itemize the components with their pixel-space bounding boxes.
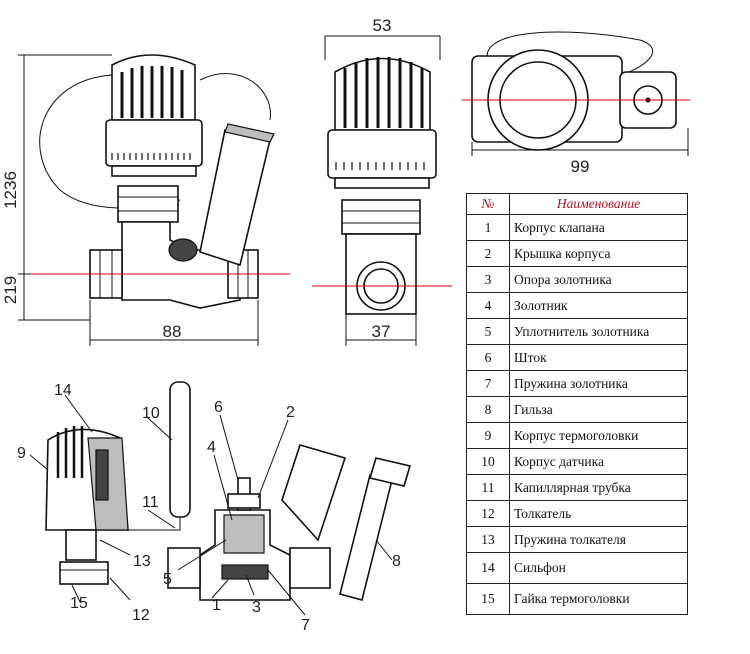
section-outlet xyxy=(289,547,331,589)
row-name: Крышка корпуса xyxy=(509,240,688,267)
row-name: Капиллярная трубка xyxy=(509,474,688,501)
row-num: 4 xyxy=(466,292,510,319)
thermo-head-ring xyxy=(111,165,197,177)
row-num: 7 xyxy=(466,370,510,397)
row-num: 8 xyxy=(466,396,510,423)
row-name: Гильза xyxy=(509,396,688,423)
nut-part xyxy=(59,561,109,585)
callout-10: 10 xyxy=(142,405,160,422)
row-name: Уплотнитель золотника xyxy=(509,318,688,345)
row-name: Гайка термоголовки xyxy=(509,583,688,615)
row-num: 2 xyxy=(466,240,510,267)
sensor-cap xyxy=(224,123,275,143)
row-name: Толкатель xyxy=(509,500,688,527)
table-header-name: Наименование xyxy=(509,193,688,215)
row-name: Сильфон xyxy=(509,552,688,584)
callout-7: 7 xyxy=(301,617,310,634)
row-name: Пружина толкателя xyxy=(509,526,688,553)
top-view: 99 xyxy=(462,31,690,176)
side-nut xyxy=(341,199,421,235)
callout-12: 12 xyxy=(132,607,150,624)
row-num: 6 xyxy=(466,344,510,371)
callout-9: 9 xyxy=(17,445,26,462)
dim-length: 88 xyxy=(163,322,182,341)
callout-4: 4 xyxy=(207,439,216,456)
row-num: 11 xyxy=(466,474,510,501)
callout-1: 1 xyxy=(212,597,221,614)
sleeve-part xyxy=(339,474,393,601)
side-head-cap xyxy=(334,57,431,131)
dim-height-total: 1236 xyxy=(1,171,20,209)
callout-13: 13 xyxy=(133,553,151,570)
thermo-head-nut xyxy=(117,185,179,223)
callout-5: 5 xyxy=(163,571,172,588)
callout-8: 8 xyxy=(392,553,401,570)
row-num: 15 xyxy=(466,583,510,615)
front-view: 1236 219 88 xyxy=(1,54,290,346)
cover-part xyxy=(227,493,261,509)
row-name: Опора золотника xyxy=(509,266,688,293)
row-name: Пружина золотника xyxy=(509,370,688,397)
section-inlet xyxy=(167,547,201,589)
sleeve-head xyxy=(368,457,412,487)
side-head-ring xyxy=(334,177,430,189)
callout-6: 6 xyxy=(214,399,223,416)
row-name: Корпус клапана xyxy=(509,214,688,241)
valve-body-boss xyxy=(168,238,198,262)
table-header-row: № Наименование xyxy=(466,193,688,215)
seat-part xyxy=(221,564,269,580)
row-num: 14 xyxy=(466,552,510,584)
section-sensor-pocket xyxy=(281,444,347,542)
table-header-num: № xyxy=(466,193,510,215)
callout-14: 14 xyxy=(54,382,72,399)
callout-2: 2 xyxy=(286,404,295,421)
bellows-part xyxy=(95,449,109,501)
side-view: 53 37 xyxy=(312,16,452,346)
dim-width-top: 53 xyxy=(373,16,392,35)
capillary-tube-end xyxy=(199,73,271,121)
row-num: 1 xyxy=(466,214,510,241)
dim-width-bottom: 37 xyxy=(372,322,391,341)
dim-depth: 99 xyxy=(571,157,590,176)
row-num: 10 xyxy=(466,448,510,475)
callout-11: 11 xyxy=(142,494,159,511)
row-name: Корпус датчика xyxy=(509,448,688,475)
row-name: Корпус термоголовки xyxy=(509,422,688,449)
sensor-tube-part xyxy=(169,381,191,518)
row-num: 3 xyxy=(466,266,510,293)
capillary-part xyxy=(128,517,181,531)
row-num: 13 xyxy=(466,526,510,553)
row-name: Шток xyxy=(509,344,688,371)
push-rod-part xyxy=(65,529,97,561)
row-num: 12 xyxy=(466,500,510,527)
row-name: Золотник xyxy=(509,292,688,319)
exploded-view: 1 2 3 4 5 6 7 8 9 10 11 12 13 14 15 xyxy=(17,381,412,634)
sensor-housing xyxy=(199,129,271,267)
top-capillary xyxy=(486,31,654,76)
section-internals xyxy=(223,514,265,554)
callout-15: 15 xyxy=(70,595,88,612)
row-num: 5 xyxy=(466,318,510,345)
side-head-body xyxy=(327,129,437,179)
row-num: 9 xyxy=(466,422,510,449)
dim-height-axis: 219 xyxy=(1,276,20,304)
callout-3: 3 xyxy=(252,599,261,616)
